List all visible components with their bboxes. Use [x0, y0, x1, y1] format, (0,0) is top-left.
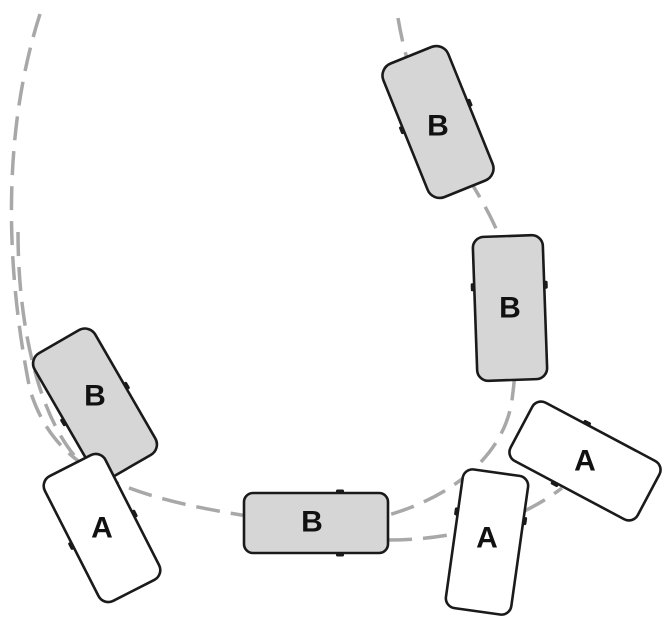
car-a-right-lower-mirror-right: [522, 517, 528, 526]
car-a-left-mirror-right: [131, 509, 138, 518]
car-b-left-mirror-left: [60, 418, 67, 427]
car-b-top: B: [381, 44, 495, 200]
car-b-left: B: [31, 327, 159, 481]
car-b-bottom: B: [242, 489, 390, 557]
car-b-top-mirror-left: [399, 126, 405, 135]
car-b-left-label: B: [84, 380, 106, 413]
car-b-right: B: [470, 233, 549, 383]
car-a-left: A: [42, 452, 162, 604]
car-a-right-lower-label: A: [476, 522, 498, 555]
car-b-right-label: B: [499, 292, 521, 325]
car-a-right-lower: A: [444, 468, 530, 616]
car-b-bottom-body: [242, 491, 390, 555]
car-a-left-mirror-left: [68, 541, 75, 550]
car-b-left-mirror-right: [123, 381, 130, 390]
car-b-top-mirror-right: [466, 98, 473, 107]
car-b-top-label: B: [427, 110, 449, 143]
car-a-right-lower-body: [444, 468, 530, 616]
car-a-right-lower-mirror-left: [454, 507, 459, 516]
car-a-right-upper-body: [508, 400, 662, 522]
car-b-bottom-label: B: [301, 506, 323, 539]
car-a-right-upper-mirror-right: [583, 419, 592, 427]
car-b-bottom-mirror-bottom: [336, 552, 344, 557]
car-a-left-label: A: [91, 512, 113, 545]
car-b-right-mirror-left: [470, 283, 475, 292]
car-a-right-upper-label: A: [574, 445, 596, 478]
car-b-top-body: [381, 44, 495, 200]
car-a-right-upper-mirror-left: [550, 480, 559, 488]
car-b-bottom-mirror-top: [336, 489, 344, 494]
path-a-left-arc: [16, 231, 82, 464]
car-a-right-upper: A: [508, 400, 662, 522]
car-b-right-mirror-right: [543, 280, 548, 289]
car-b-right-body: [471, 233, 549, 383]
path-b-large-arc: [9, 13, 291, 524]
